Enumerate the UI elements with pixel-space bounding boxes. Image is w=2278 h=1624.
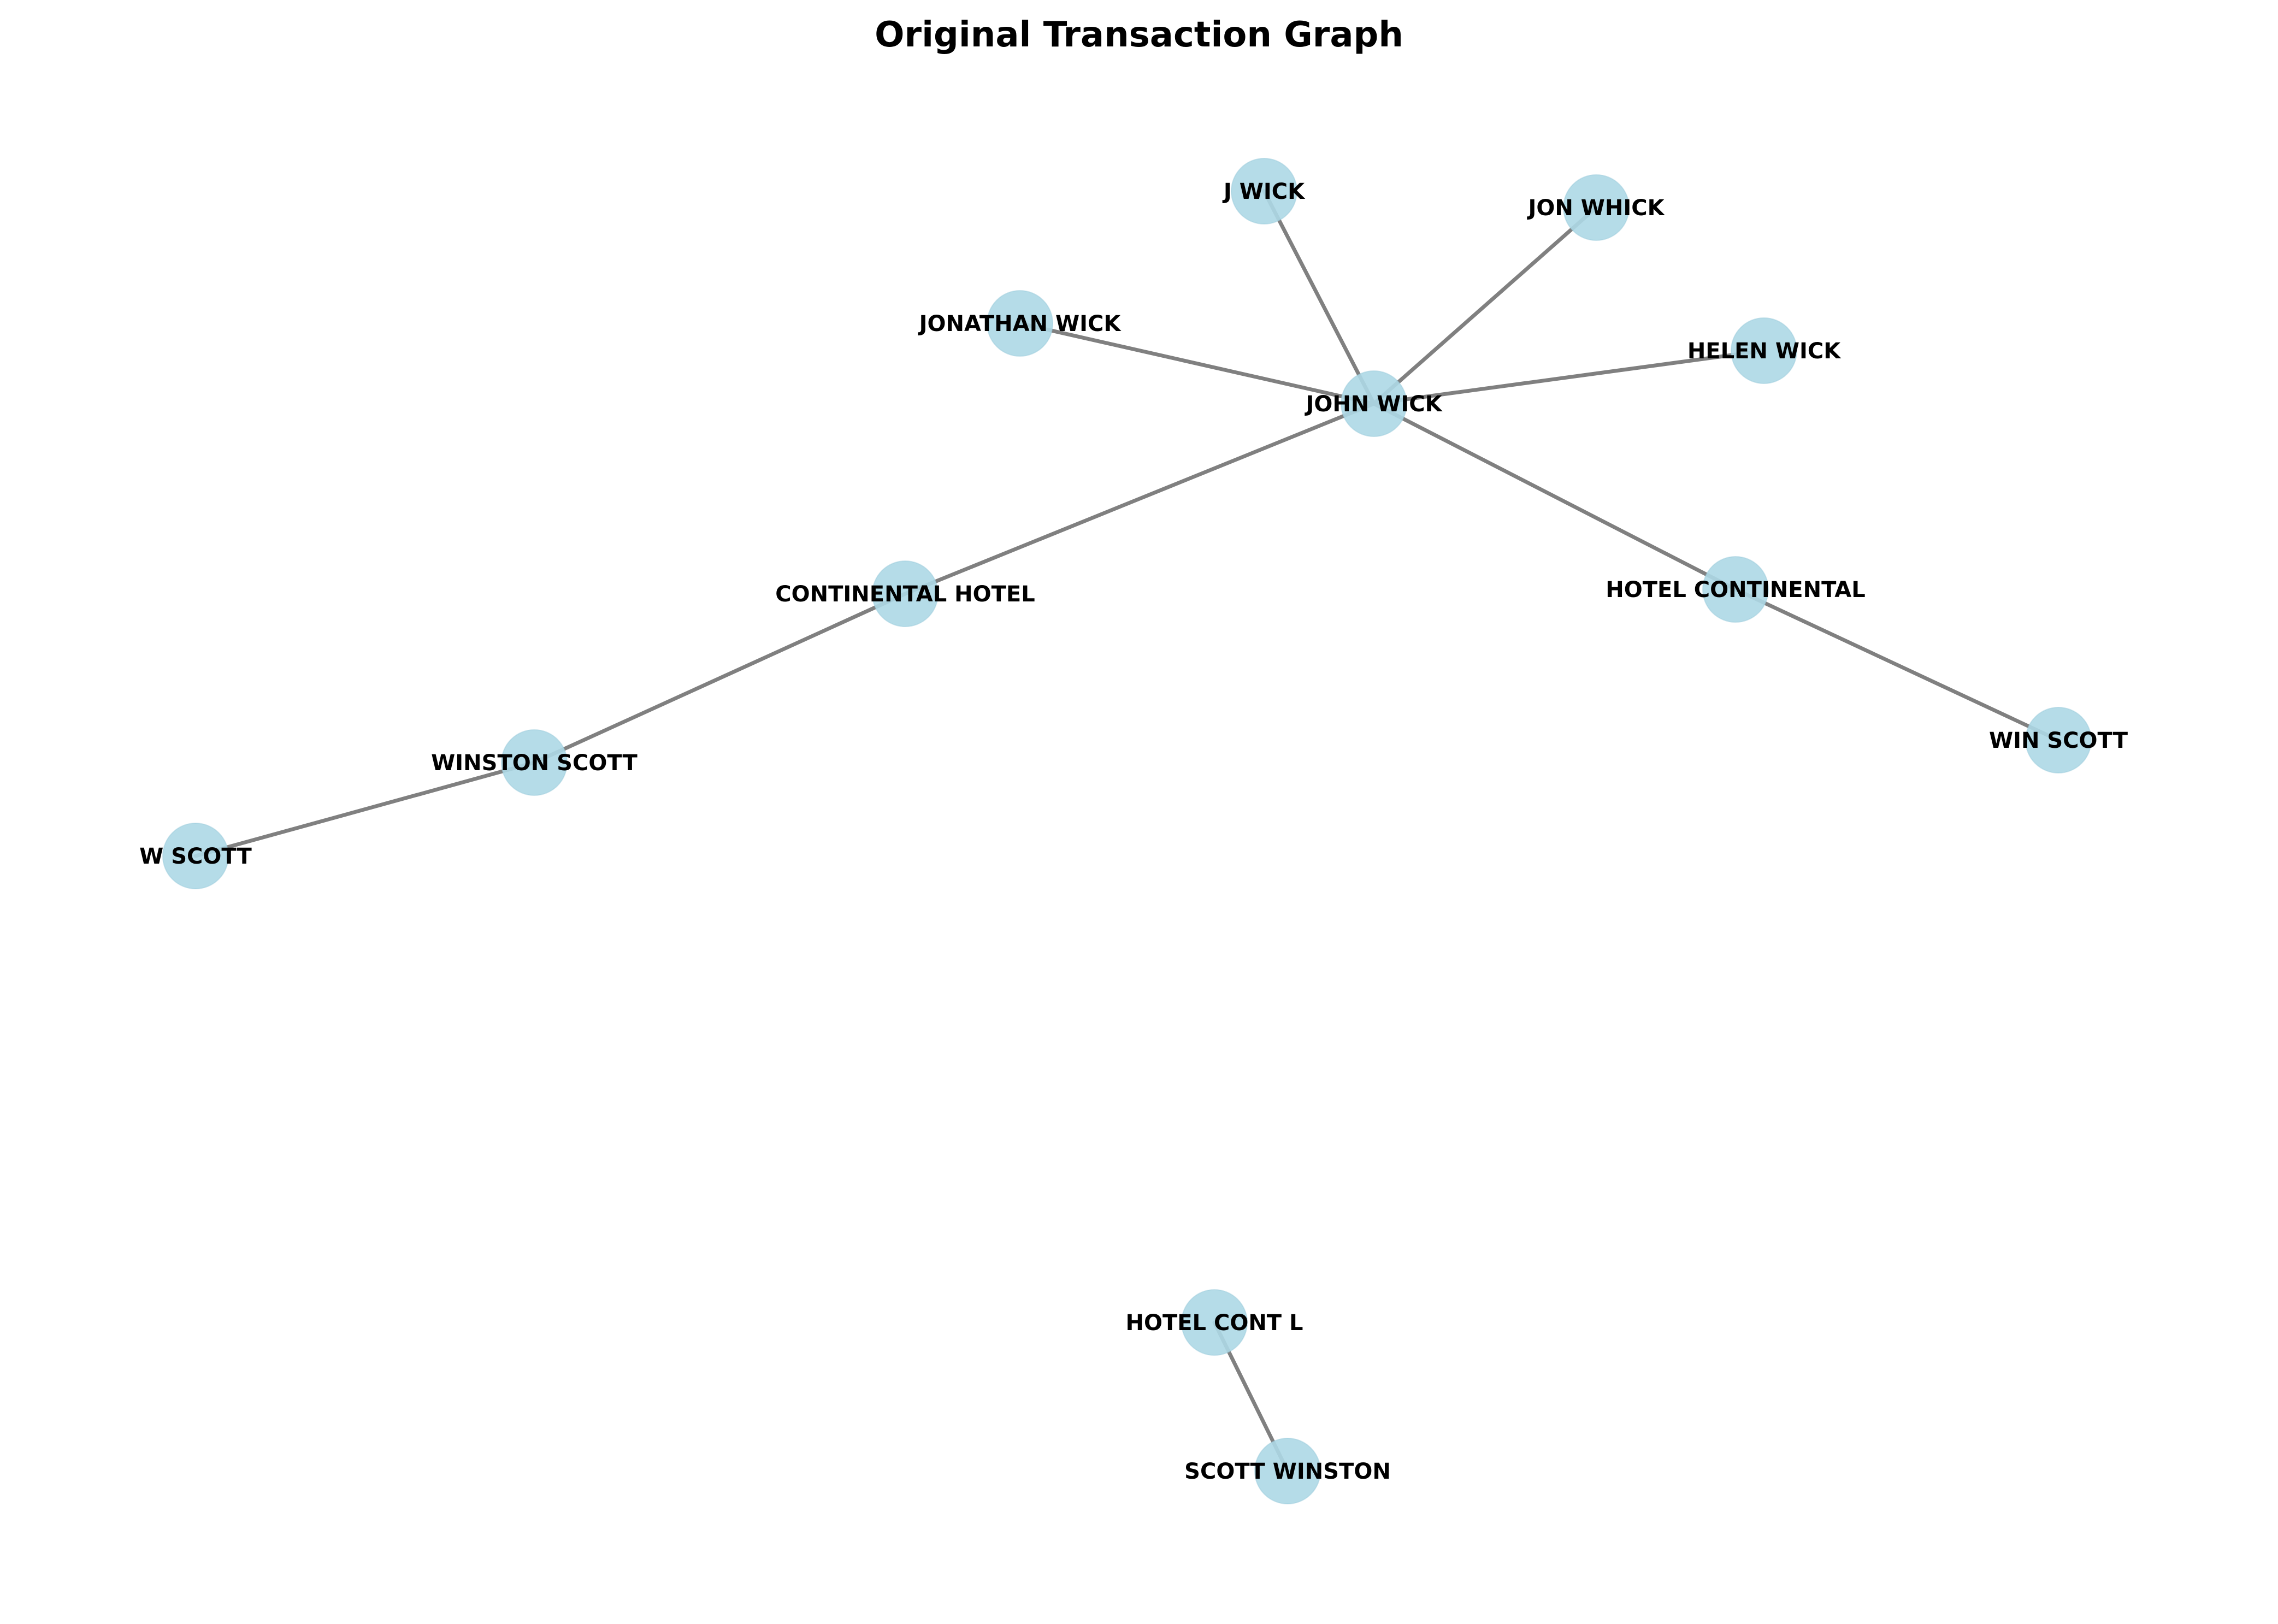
node-john-wick [1341,370,1407,437]
node-w-scott [162,823,229,889]
node-label-helen-wick: HELEN WICK [1687,339,1842,364]
labels-layer: J WICK JON WHICK JONATHAN WICK HELEN WICK JO… [139,179,2128,1484]
node-label-hotel-cont-l: HOTEL CONT L [1125,1310,1303,1336]
node-win-scott [2025,707,2092,773]
node-label-win-scott: WIN SCOTT [1989,728,2128,753]
edge-john-wick--helen-wick [1372,349,1766,406]
node-label-jonathan-wick: JONATHAN WICK [918,311,1122,336]
edge-john-wick--continental-hotel [903,401,1376,596]
edge-john-wick--jon-whick [1372,205,1598,406]
node-winston-scott [501,729,568,796]
node-label-hotel-continental: HOTEL CONTINENTAL [1606,577,1865,603]
node-label-john-wick: JOHN WICK [1304,392,1443,417]
node-jon-whick [1563,174,1630,241]
nodes-layer [162,158,2092,1504]
node-label-jon-whick: JON WHICK [1526,196,1665,221]
figure-title: Original Transaction Graph [875,15,1403,55]
node-continental-hotel [872,560,939,627]
node-label-scott-winston: SCOTT WINSTON [1184,1459,1391,1484]
node-label-j-wick: J WICK [1222,179,1306,204]
edges-layer [193,189,2061,1473]
node-label-continental-hotel: CONTINENTAL HOTEL [775,582,1035,607]
edge-winston-scott--w-scott [193,760,536,858]
edge-john-wick--j-wick [1262,189,1376,406]
node-label-w-scott: W SCOTT [139,844,252,869]
edge-hotel-continental--win-scott [1733,587,2061,742]
edge-continental-hotel--winston-scott [532,592,907,765]
node-j-wick [1231,158,1297,225]
node-helen-wick [1731,317,1797,384]
node-scott-winston [1254,1438,1321,1504]
node-hotel-continental [1702,556,1769,623]
node-label-winston-scott: WINSTON SCOTT [431,751,638,776]
node-jonathan-wick [987,290,1053,357]
node-hotel-cont-l [1181,1289,1248,1356]
edge-john-wick--hotel-continental [1372,401,1738,592]
edge-john-wick--jonathan-wick [1018,321,1376,406]
